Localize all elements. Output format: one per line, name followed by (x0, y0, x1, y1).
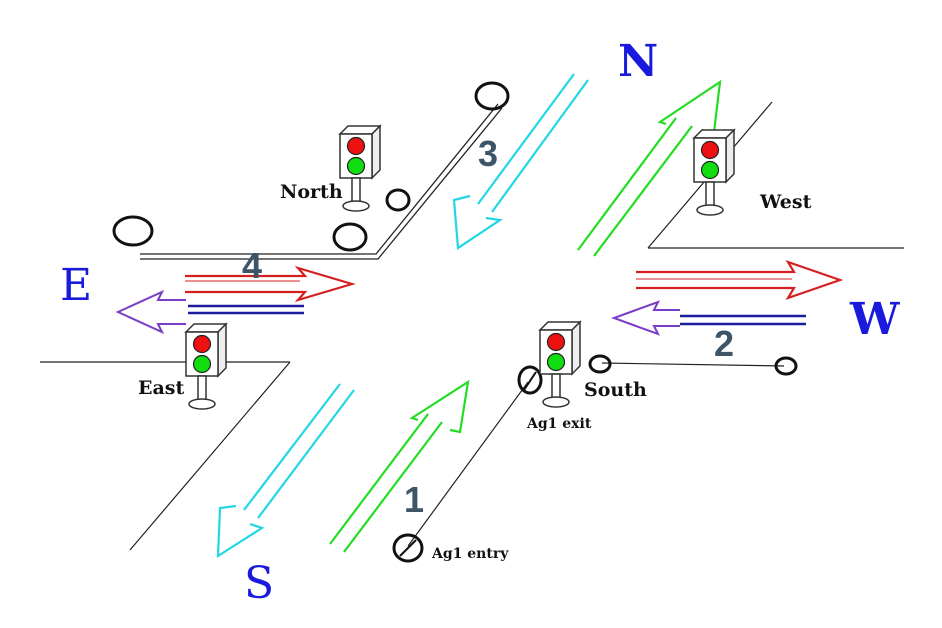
traffic-light-west (693, 129, 735, 216)
agent-exit-label: Ag1 exit (526, 416, 592, 432)
waypoint-circle (112, 215, 154, 247)
lane-number-1: 1 (404, 479, 424, 520)
traffic-light-north (339, 125, 381, 212)
waypoint-circle (392, 533, 424, 563)
lane-number-3: 3 (478, 133, 498, 174)
lane-number-4: 4 (242, 245, 262, 286)
west-red-arrow (636, 259, 844, 301)
waypoints (112, 81, 798, 563)
road-edge-south-line (601, 362, 785, 367)
lane1-green-arrow (329, 379, 470, 553)
agent-path-line (407, 381, 529, 547)
road-edge-bottom-left-diag (129, 361, 291, 551)
traffic-light-south (539, 321, 581, 408)
traffic-light-east (185, 323, 227, 410)
lane-number-2: 2 (714, 323, 734, 364)
light-label-east: East (138, 377, 184, 399)
light-label-north: North (280, 181, 343, 203)
road-edge-top-left (140, 103, 499, 255)
lane2-purple-arrow (611, 300, 680, 336)
lane3-cyan-arrow (452, 73, 589, 250)
road-edges (40, 101, 904, 551)
waypoint-circle (385, 188, 411, 212)
light-label-south: South (584, 379, 647, 401)
compass-south: S (244, 558, 274, 609)
lane2-blue-lines (680, 314, 806, 326)
waypoint-circle (517, 365, 543, 395)
compass-north: N (618, 36, 658, 87)
compass-west: W (849, 294, 900, 345)
waypoint-circle (332, 222, 368, 252)
lane4-red-arrow (185, 265, 356, 303)
lane4-blue-lines (188, 304, 304, 315)
south-cyan-arrow (216, 383, 355, 559)
east-purple-arrow (115, 289, 186, 335)
agent-entry-label: Ag1 entry (431, 546, 509, 562)
road-edge-top-left-inner (140, 107, 503, 260)
waypoint-circle (474, 81, 510, 111)
light-label-west: West (759, 191, 812, 213)
waypoint-circle (774, 356, 798, 376)
compass-east: E (60, 260, 92, 311)
waypoint-circle (588, 354, 612, 374)
